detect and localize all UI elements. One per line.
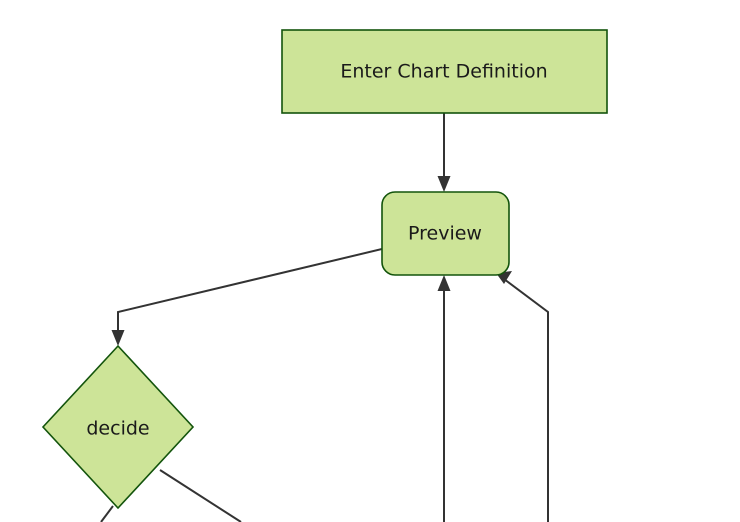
node-enter-chart-definition[interactable]: Enter Chart Definition: [281, 29, 608, 114]
edge-layer: [100, 113, 549, 522]
edge-decide-right-outgoing-line: [159, 469, 242, 522]
edge-preview-to-decide-arrowhead: [111, 330, 125, 346]
node-layer: Enter Chart Definition Preview decide: [41, 29, 608, 510]
node-preview[interactable]: Preview: [381, 191, 510, 276]
node-enter-chart-definition-label: Enter Chart Definition: [340, 61, 547, 83]
edge-decide-left-outgoing-line: [100, 505, 114, 522]
edge-decide-right-outgoing[interactable]: [159, 469, 242, 522]
edge-preview-to-decide[interactable]: [111, 248, 383, 346]
edge-decide-left-outgoing[interactable]: [100, 505, 114, 522]
node-preview-shape: [381, 191, 510, 276]
node-decide-label: decide: [86, 418, 149, 440]
edge-offscreen-right-to-preview-line: [503, 278, 549, 522]
edge-offscreen-center-to-preview-arrowhead: [437, 275, 451, 291]
node-decide-shape: [41, 344, 195, 510]
node-preview-label: Preview: [408, 223, 482, 245]
edge-enter-to-preview[interactable]: [437, 113, 451, 192]
edge-offscreen-right-to-preview[interactable]: [496, 271, 549, 522]
edge-enter-to-preview-arrowhead: [437, 176, 451, 192]
node-decide[interactable]: decide: [41, 344, 195, 510]
edge-offscreen-center-to-preview[interactable]: [437, 275, 451, 522]
edge-preview-to-decide-line: [117, 248, 383, 336]
node-enter-chart-definition-shape: [281, 29, 608, 114]
